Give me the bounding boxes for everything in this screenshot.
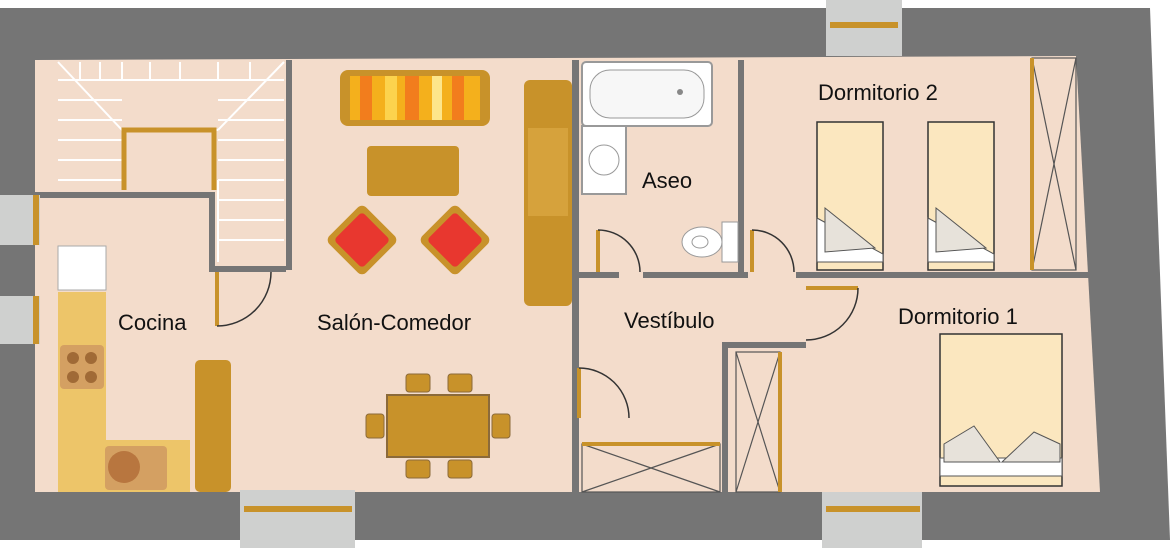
toilet-tank <box>721 221 739 263</box>
kitchen-counter <box>58 292 190 492</box>
room-label-aseo: Aseo <box>642 168 692 193</box>
doors <box>215 229 859 419</box>
fridge <box>57 245 107 291</box>
closets <box>581 57 1077 493</box>
room-label-dormitorio-1: Dormitorio 1 <box>898 304 1018 329</box>
room-label-salon-comedor: Salón-Comedor <box>317 310 471 335</box>
room-label-vestibulo: Vestíbulo <box>624 308 715 333</box>
room-label-dormitorio-2: Dormitorio 2 <box>818 80 938 105</box>
beds <box>816 121 1063 487</box>
armchair-left <box>327 205 397 275</box>
staircase <box>57 61 285 262</box>
coffee-table <box>367 146 459 196</box>
kitchen-fixtures <box>57 245 231 492</box>
dining-table <box>386 394 490 458</box>
kitchen-bench <box>195 360 231 492</box>
hob <box>60 345 104 389</box>
armchair-right <box>420 205 490 275</box>
stair-handrail <box>121 127 217 190</box>
room-label-cocina: Cocina <box>118 310 187 335</box>
living-room-furniture <box>327 70 572 479</box>
bathroom-fixtures <box>581 61 739 263</box>
windows <box>0 0 922 548</box>
partition-walls <box>35 60 1096 492</box>
